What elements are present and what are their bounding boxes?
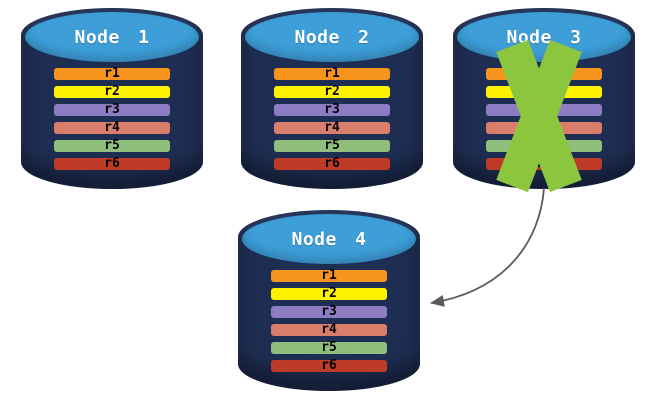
- node-1: Node 1 r1 r2 r3 r4 r5 r6: [21, 8, 203, 189]
- record-bar-r5: r5: [54, 139, 170, 152]
- record-bar-r2: r2: [271, 287, 387, 300]
- record-bar-r1: r1: [271, 269, 387, 282]
- node-1-records: r1 r2 r3 r4 r5 r6: [54, 67, 170, 170]
- record-bar-r6: r6: [271, 359, 387, 372]
- record-bar-r2: r2: [54, 85, 170, 98]
- record-bar-r1: r1: [274, 67, 390, 80]
- node-2-title: Node 2: [294, 26, 370, 48]
- node-2: Node 2 r1 r2 r3 r4 r5 r6: [241, 8, 423, 189]
- node-4: Node 4 r1 r2 r3 r4 r5 r6: [238, 210, 420, 391]
- arrow-curve: [430, 187, 545, 307]
- node-2-records: r1 r2 r3 r4 r5 r6: [274, 67, 390, 170]
- node-3: Node 3 r1 r2 r3 r4 r5 r6: [453, 8, 635, 193]
- node-4-records: r1 r2 r3 r4 r5 r6: [271, 269, 387, 372]
- record-bar-r5: r5: [274, 139, 390, 152]
- node-4-cylinder-top: Node 4: [242, 214, 416, 264]
- record-bar-r1: r1: [54, 67, 170, 80]
- record-bar-r2: r2: [274, 85, 390, 98]
- record-bar-r4: r4: [54, 121, 170, 134]
- record-bar-r4: r4: [271, 323, 387, 336]
- record-bar-r6: r6: [274, 157, 390, 170]
- record-bar-r4: r4: [274, 121, 390, 134]
- record-bar-r3: r3: [271, 305, 387, 318]
- record-bar-r3: r3: [54, 103, 170, 116]
- node-1-title: Node 1: [74, 26, 150, 48]
- node-4-title: Node 4: [291, 228, 367, 250]
- node-1-cylinder-top: Node 1: [25, 12, 199, 62]
- record-bar-r6: r6: [54, 157, 170, 170]
- node-3-cylinder-top: Node 3: [457, 12, 631, 62]
- failure-x-icon: [453, 8, 635, 193]
- record-bar-r5: r5: [271, 341, 387, 354]
- record-bar-r3: r3: [274, 103, 390, 116]
- node-2-cylinder-top: Node 2: [245, 12, 419, 62]
